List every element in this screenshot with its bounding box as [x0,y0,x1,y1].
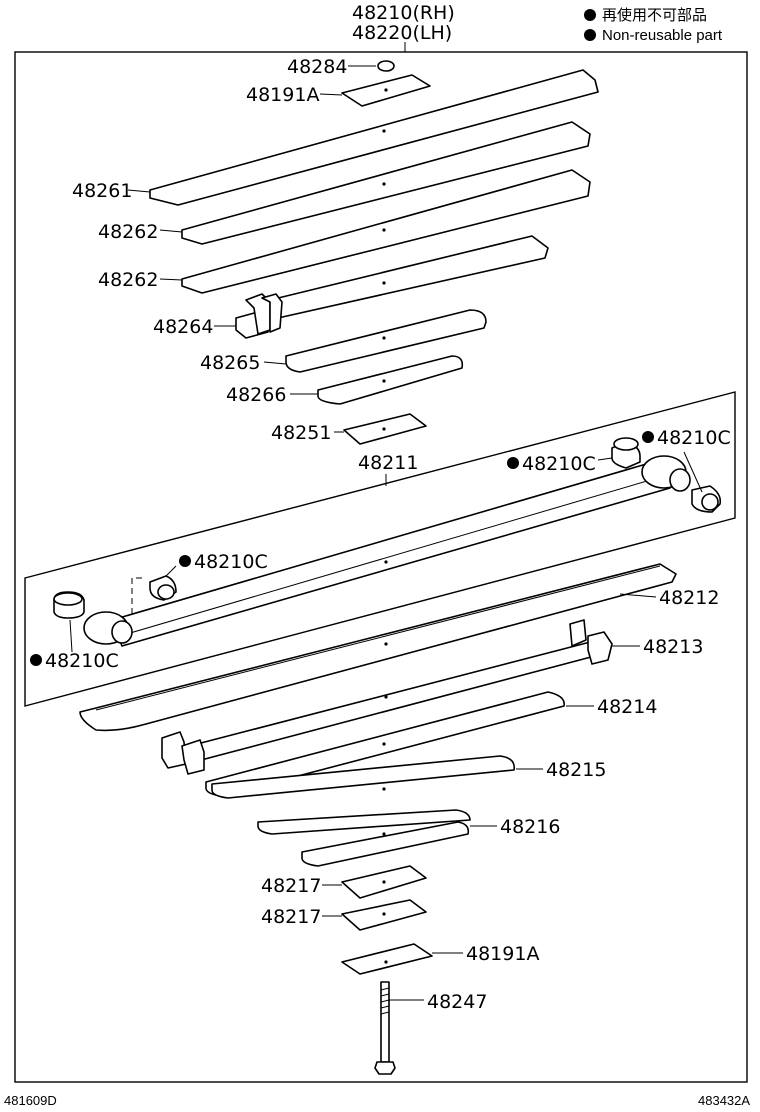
part-label-48210c-d: 48210C [45,650,119,672]
footer-right-code: 483432A [698,1093,750,1108]
non-reusable-bullet-icon [179,555,191,567]
part-48215-leaf [211,755,516,799]
footer-left-code: 481609D [4,1093,57,1108]
part-label-48247: 48247 [427,991,487,1013]
part-label-48284: 48284 [287,56,347,78]
part-48216-leaf-lower [301,821,470,867]
part-label-48265: 48265 [200,352,260,374]
part-label-48210c-a: 48210C [522,453,596,475]
part-48262-leaf-a [181,121,591,245]
part-48211-main-leaf [83,455,691,647]
assembly-frame [14,51,748,1083]
part-label-48210c-c: 48210C [194,551,268,573]
install-guide-line [131,577,142,614]
part-label-48262-b: 48262 [98,269,158,291]
part-48262-leaf-b [181,169,591,294]
part-label-48210c-b: 48210C [657,427,731,449]
part-48212-leaf [79,563,677,732]
part-48210c-bushing-rear-top [611,437,641,469]
part-label-48261: 48261 [72,180,132,202]
non-reusable-bullet-icon [584,9,596,21]
part-label-48251: 48251 [271,422,331,444]
part-label-48191a-bottom: 48191A [466,943,539,965]
part-label-48215: 48215 [546,759,606,781]
part-48265-leaf [285,309,487,373]
part-48247-bolt [374,981,396,1075]
part-48191a-pad-bottom [341,943,433,975]
legend-japanese: 再使用不可部品 [602,7,707,24]
legend-english: Non-reusable part [602,27,723,44]
part-label-48212: 48212 [659,587,719,609]
part-48284-nut [348,60,395,72]
part-48216-leaf [257,809,471,835]
part-label-48191a-top: 48191A [246,84,319,106]
non-reusable-bullet-icon [642,431,654,443]
part-label-48262-a: 48262 [98,221,158,243]
non-reusable-bullet-icon [507,457,519,469]
part-label-48264: 48264 [153,316,213,338]
part-label-48213: 48213 [643,636,703,658]
part-48264-clip [235,293,283,339]
part-label-48214: 48214 [597,696,657,718]
part-48210c-bushing-front-top [149,575,177,601]
part-48210c-bushing-front-side [53,591,85,619]
part-48266-leaf [317,355,464,405]
assembly-rh-label: 48210(RH) [352,2,455,24]
part-label-48216: 48216 [500,816,560,838]
part-48213-leaf [161,619,613,775]
part-label-48266: 48266 [226,384,286,406]
assembly-lh-label: 48220(LH) [352,22,452,44]
non-reusable-bullet-icon [584,29,596,41]
part-label-48217-a: 48217 [261,875,321,897]
subassembly-48211-frame [24,391,736,707]
part-label-48217-b: 48217 [261,906,321,928]
part-label-48211: 48211 [358,452,418,474]
non-reusable-bullet-icon [30,654,42,666]
part-48210c-bushing-rear-side [691,485,722,513]
